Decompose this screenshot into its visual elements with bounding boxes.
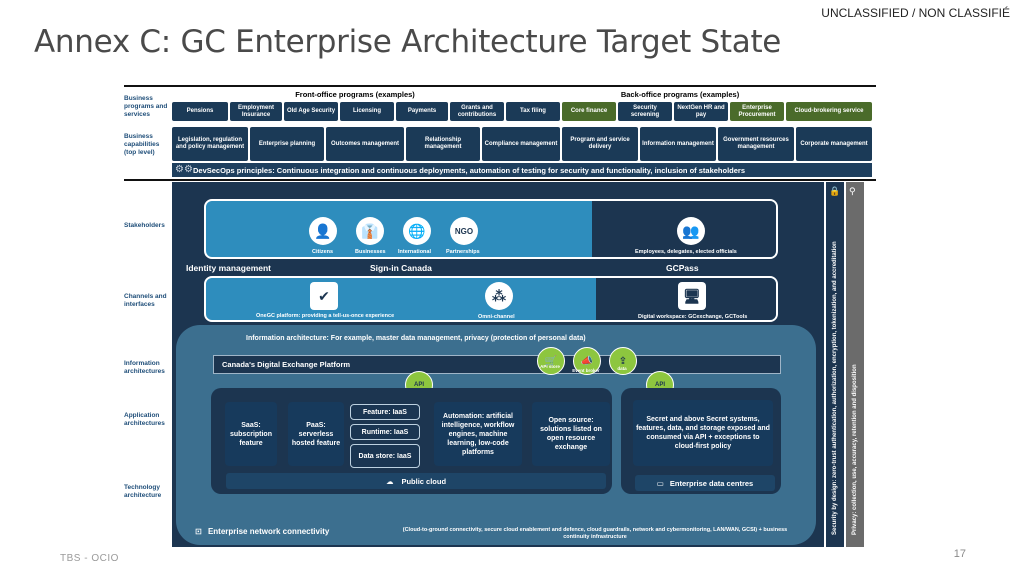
omni-channel-label: Omni-channel [478,314,515,320]
employees-label: Employees, delegates, elected officials [635,249,737,255]
public-cloud-bar: ☁ Public cloud [226,473,606,489]
data-label: data [617,366,627,371]
onegc-label: OneGC platform: providing a tell-us-once… [256,313,395,319]
program-box: Employment Insurance [230,102,282,121]
program-box: NextGen HR and pay [674,102,728,121]
magnifier-icon: ⚲ [849,186,856,196]
row-label-business-programs: Business programs and services [124,95,168,118]
sign-in-canada-label: Sign-in Canada [370,263,432,273]
program-box: Cloud-brokering service [786,102,872,121]
identity-management-label: Identity management [186,263,272,273]
security-text: Security by design: zero-trust authentic… [832,241,838,535]
gcpass-label: GCPass [666,263,699,273]
capability-box: Relationship management [406,127,480,161]
capability-box: Legislation, regulation and policy manag… [172,127,248,161]
digital-workspace-label: Digital workspace: GCexchange, GCTools [638,314,748,320]
saas-card: SaaS: subscription feature [225,402,277,466]
devsecops-text: DevSecOps principles: Continuous integra… [193,165,746,175]
row-label-technology: Technology architecture [124,484,162,499]
automation-card: Automation: artificial intelligence, wor… [434,402,522,466]
stakeholder-label: International [398,249,432,255]
program-box: Grants and contributions [450,102,504,121]
capability-box: Enterprise planning [250,127,324,161]
row-label-business-capabilities: Business capabilities (top level) [124,133,160,156]
network-connectivity: ⊡ Enterprise network connectivity [195,527,329,536]
row-label-channels: Channels and interfaces [124,293,167,308]
program-box: Core finance [562,102,616,121]
globe-icon: 🌐 [403,217,431,245]
feature-iaas-card: Feature: IaaS [350,404,420,420]
program-box: Security screening [618,102,672,121]
citizens-icon: 👤 [309,217,337,245]
enterprise-dc-label: Enterprise data centres [669,478,754,488]
stakeholder-label: Citizens [312,249,334,255]
runtime-iaas-card: Runtime: IaaS [350,424,420,440]
program-box: Licensing [340,102,394,121]
network-icon: ⊡ [195,527,202,536]
capability-box: Compliance management [482,127,560,161]
classification-label: UNCLASSIFIED / NON CLASSIFIÉ [821,6,1010,20]
information-architecture-label: Information architecture: For example, m… [246,335,586,342]
network-icon: ⁂ [485,282,513,310]
program-box: Old Age Security [284,102,338,121]
datastore-iaas-card: Data store: IaaS [350,444,420,468]
privacy-text: Privacy: collection, use, accuracy, rete… [852,364,858,535]
api-store-label: API store [540,364,560,369]
mid-rule [124,179,876,181]
megaphone-icon: 📣 [573,347,601,375]
checkmark-icon: ✔ [310,282,338,310]
front-office-header: Front-office programs (examples) [295,90,415,99]
row-label-information: Information architectures [124,360,165,375]
top-rule [124,85,876,87]
api-label: API [654,382,665,388]
digital-exchange-label: Canada's Digital Exchange Platform [222,360,351,369]
digital-exchange-bar [213,355,781,374]
security-bar: Security by design: zero-trust authentic… [826,182,844,547]
program-box: Tax filing [506,102,560,121]
page-number: 17 [953,548,966,560]
devices-icon: 🖥 [678,282,706,310]
cloud-icon: ☁ [385,476,394,486]
program-box: Payments [396,102,448,121]
capability-box: Information management [640,127,716,161]
stakeholder-label: Partnerships [446,249,480,255]
api-label: API [413,382,424,388]
slide-title: Annex C: GC Enterprise Architecture Targ… [34,24,782,60]
stakeholder-label: Businesses [355,249,386,255]
privacy-bar: Privacy: collection, use, accuracy, rete… [846,182,864,547]
open-source-card: Open source: solutions listed on open re… [532,402,610,466]
network-note: (Cloud-to-ground connectivity, secure cl… [402,527,788,540]
server-icon: ▭ [656,478,664,488]
program-box: Pensions [172,102,228,121]
employees-icon: 👥 [677,217,705,245]
gears-icon: ⚙⚙ [175,164,193,175]
row-label-stakeholders: Stakeholders [124,222,165,229]
event-broker-label: Event broker [572,368,600,373]
network-connectivity-label: Enterprise network connectivity [207,527,330,536]
capability-box: Program and service delivery [562,127,638,161]
secret-systems-card: Secret and above Secret systems, feature… [633,400,773,466]
footer-label: TBS - OCIO [60,553,119,564]
paas-card: PaaS: serverless hosted feature [288,402,344,466]
capability-box: Outcomes management [326,127,404,161]
capability-box: Government resources management [718,127,794,161]
ngo-icon: NGO [450,217,478,245]
program-box: Enterprise Procurement [730,102,784,121]
capability-box: Corporate management [796,127,872,161]
businesses-icon: 👔 [356,217,384,245]
enterprise-dc-bar: ▭ Enterprise data centres [635,475,775,491]
back-office-header: Back-office programs (examples) [620,90,740,99]
row-label-application: Application architectures [124,412,165,427]
devsecops-bar: ⚙⚙ DevSecOps principles: Continuous inte… [172,163,872,177]
lock-icon: 🔒 [829,186,841,196]
public-cloud-label: Public cloud [401,476,447,486]
cart-icon: 🛒 [537,347,565,375]
data-upload-icon: ⇪ [609,347,637,375]
